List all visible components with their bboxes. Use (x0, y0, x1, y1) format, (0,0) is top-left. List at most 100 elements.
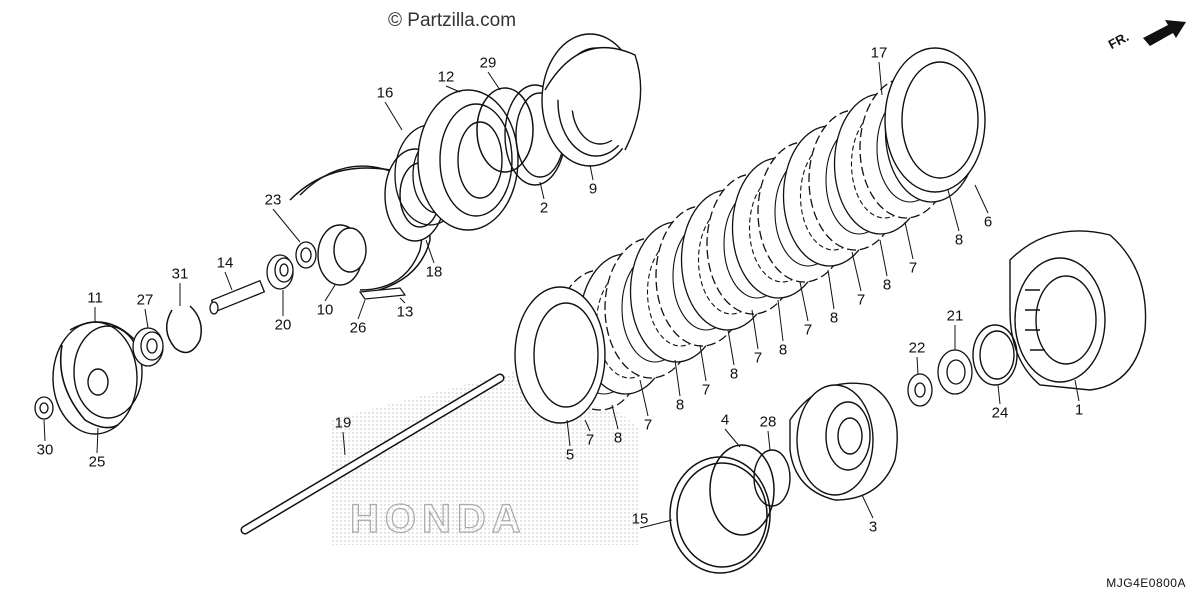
leader-4 (724, 428, 741, 448)
part-31-snap-ring[interactable] (166, 305, 202, 354)
callout-24[interactable]: 24 (991, 404, 1009, 422)
callout-22[interactable]: 22 (908, 339, 926, 357)
callout-7e[interactable]: 7 (856, 291, 866, 309)
callout-28[interactable]: 28 (759, 413, 777, 431)
callout-7c[interactable]: 7 (753, 349, 763, 367)
leader-15 (639, 519, 673, 529)
callout-14[interactable]: 14 (216, 254, 234, 272)
callout-18[interactable]: 18 (425, 263, 443, 281)
callout-4[interactable]: 4 (720, 411, 730, 429)
part-6-plate[interactable] (884, 47, 986, 193)
part-14-pin[interactable] (209, 279, 266, 315)
leader-8f (879, 239, 888, 277)
callout-7g[interactable]: 7 (585, 431, 595, 449)
leader-18 (425, 239, 435, 264)
callout-31[interactable]: 31 (171, 265, 189, 283)
leader-12 (445, 85, 461, 93)
callout-15[interactable]: 15 (631, 510, 649, 528)
leader-7d (799, 281, 809, 322)
leader-8e (827, 269, 835, 310)
leader-28 (767, 430, 771, 451)
leader-8c (727, 329, 735, 366)
part-29-seal[interactable] (476, 87, 534, 173)
part-12-piston[interactable] (417, 89, 519, 231)
callout-12[interactable]: 12 (437, 68, 455, 86)
callout-1[interactable]: 1 (1074, 401, 1084, 419)
callout-7b[interactable]: 7 (701, 381, 711, 399)
leader-3 (861, 494, 874, 519)
callout-10[interactable]: 10 (316, 301, 334, 319)
callout-11[interactable]: 11 (87, 289, 103, 307)
leader-7c (751, 309, 759, 350)
leader-17 (878, 61, 883, 96)
callout-6[interactable]: 6 (983, 213, 993, 231)
part-5-plate[interactable] (514, 286, 606, 424)
part-3-hub[interactable] (789, 382, 898, 501)
callout-29[interactable]: 29 (479, 54, 497, 72)
leader-24 (997, 384, 1001, 405)
leader-16 (384, 101, 403, 131)
callout-3[interactable]: 3 (868, 518, 878, 536)
callout-7a[interactable]: 7 (643, 416, 653, 434)
leader-6 (974, 184, 989, 214)
callout-8a[interactable]: 8 (613, 429, 623, 447)
part-4-seal[interactable] (709, 444, 775, 536)
callout-16[interactable]: 16 (376, 84, 394, 102)
callout-26[interactable]: 26 (349, 319, 367, 337)
callout-2[interactable]: 2 (539, 199, 549, 217)
leader-29 (487, 71, 501, 91)
callout-8g[interactable]: 8 (954, 231, 964, 249)
leader-25 (96, 427, 99, 454)
part-13-ring[interactable] (358, 287, 407, 300)
part-20-bearing[interactable] (266, 254, 294, 290)
callout-23[interactable]: 23 (264, 191, 282, 209)
part-1-basket[interactable] (1009, 230, 1147, 391)
callout-7f[interactable]: 7 (908, 259, 918, 277)
part-25-circlip[interactable] (59, 344, 119, 429)
callout-25[interactable]: 25 (88, 453, 106, 471)
leader-7g (584, 419, 591, 432)
callout-8d[interactable]: 8 (778, 341, 788, 359)
leader-7a (639, 379, 649, 417)
part-19-shaft[interactable] (240, 373, 505, 535)
leader-5 (566, 419, 571, 447)
callout-30[interactable]: 30 (36, 441, 54, 459)
leader-22 (916, 356, 919, 375)
part-27-bearing[interactable] (132, 327, 164, 367)
leader-30 (43, 419, 46, 442)
callout-27[interactable]: 27 (136, 291, 154, 309)
leader-9 (589, 164, 594, 181)
part-9-drum[interactable] (541, 33, 642, 167)
part-23-washer[interactable] (295, 241, 317, 269)
front-direction-arrow-icon (1143, 20, 1186, 46)
part-22-washer[interactable] (907, 373, 933, 407)
leader-19 (342, 431, 346, 456)
callout-5[interactable]: 5 (565, 446, 575, 464)
diagram-code: MJG4E0800A (1106, 576, 1186, 590)
part-24-ring[interactable] (972, 324, 1018, 386)
leader-10 (324, 284, 336, 302)
callout-7d[interactable]: 7 (803, 321, 813, 339)
leader-7e (851, 251, 862, 292)
leader-8a (611, 404, 619, 430)
callout-19[interactable]: 19 (334, 414, 352, 432)
callout-13[interactable]: 13 (396, 303, 414, 321)
callout-17[interactable]: 17 (870, 44, 888, 62)
callout-21[interactable]: 21 (946, 307, 964, 325)
callout-8b[interactable]: 8 (675, 396, 685, 414)
callout-8e[interactable]: 8 (829, 309, 839, 327)
leader-7b (699, 344, 707, 382)
part-30-nut[interactable] (34, 396, 54, 420)
leader-7f (904, 221, 914, 260)
honda-watermark-text: HONDA (350, 497, 527, 541)
part-15-ring[interactable] (669, 456, 771, 574)
part-21-nut[interactable] (937, 349, 973, 395)
callout-20[interactable]: 20 (274, 316, 292, 334)
callout-8c[interactable]: 8 (729, 365, 739, 383)
callout-9[interactable]: 9 (588, 180, 598, 198)
leader-13 (399, 297, 406, 304)
leader-8d (777, 299, 784, 342)
part-11-cover[interactable] (52, 321, 143, 435)
callout-8f[interactable]: 8 (882, 276, 892, 294)
